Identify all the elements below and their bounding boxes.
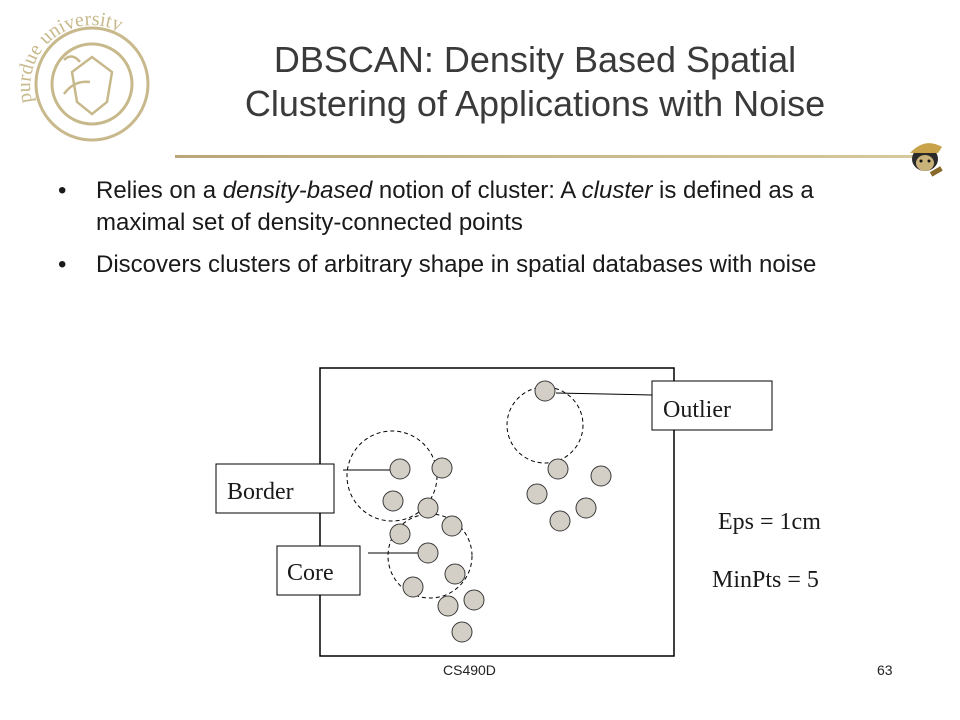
title-line-2: Clustering of Applications with Noise <box>244 83 826 124</box>
data-point <box>417 497 439 519</box>
data-point <box>417 542 439 564</box>
bullet1-text-c: is defined as a maximal set of density-c… <box>96 177 814 236</box>
purdue-university-seal-icon: purdue university <box>13 8 150 142</box>
title-divider <box>175 155 915 158</box>
connector-outlier <box>555 392 653 396</box>
data-point <box>441 515 463 537</box>
core-label: Core <box>287 560 334 586</box>
data-point <box>590 465 612 487</box>
data-point <box>389 458 411 480</box>
outlier-label: Outlier <box>663 397 731 423</box>
footer-page-number: 63 <box>877 662 893 678</box>
data-point <box>549 510 571 532</box>
border-label: Border <box>227 479 294 505</box>
outlier-label-box <box>651 380 773 431</box>
slide-title: DBSCAN: Density Based Spatial Clustering… <box>170 38 900 126</box>
bullet-glyph: • <box>58 177 67 204</box>
data-point <box>451 621 473 643</box>
data-point <box>437 595 459 617</box>
bullet1-emph-cluster: cluster <box>581 177 653 204</box>
minpts-parameter: MinPts = 5 <box>712 567 819 593</box>
bullet1-text-b: notion of cluster: A <box>372 177 582 204</box>
diagram-frame <box>319 367 675 657</box>
data-point <box>463 589 485 611</box>
core-label-box <box>276 545 361 596</box>
data-point <box>526 483 548 505</box>
title-line-1: DBSCAN: Density Based Spatial <box>273 39 797 80</box>
data-point <box>534 380 556 402</box>
bullet-item-density-based: • Relies on a density-based notion of cl… <box>58 175 888 239</box>
footer-course: CS490D <box>443 662 496 678</box>
bullet2-text: Discovers clusters of arbitrary shape in… <box>96 251 817 278</box>
data-point <box>402 576 424 598</box>
data-point <box>575 497 597 519</box>
bullet1-text-a: Relies on a <box>96 177 223 204</box>
data-point <box>547 458 569 480</box>
bullet1-emph-density-based: density-based <box>222 177 373 204</box>
data-point <box>389 523 411 545</box>
bullet-item-arbitrary-shape: • Discovers clusters of arbitrary shape … <box>58 249 888 281</box>
data-point <box>431 457 453 479</box>
border-label-box <box>215 463 335 514</box>
purdue-pete-mascot-icon <box>910 143 943 177</box>
eps-parameter: Eps = 1cm <box>718 509 821 535</box>
data-point <box>444 563 466 585</box>
bullet-list: • Relies on a density-based notion of cl… <box>58 175 888 291</box>
bullet-glyph: • <box>58 251 67 278</box>
data-point <box>382 490 404 512</box>
